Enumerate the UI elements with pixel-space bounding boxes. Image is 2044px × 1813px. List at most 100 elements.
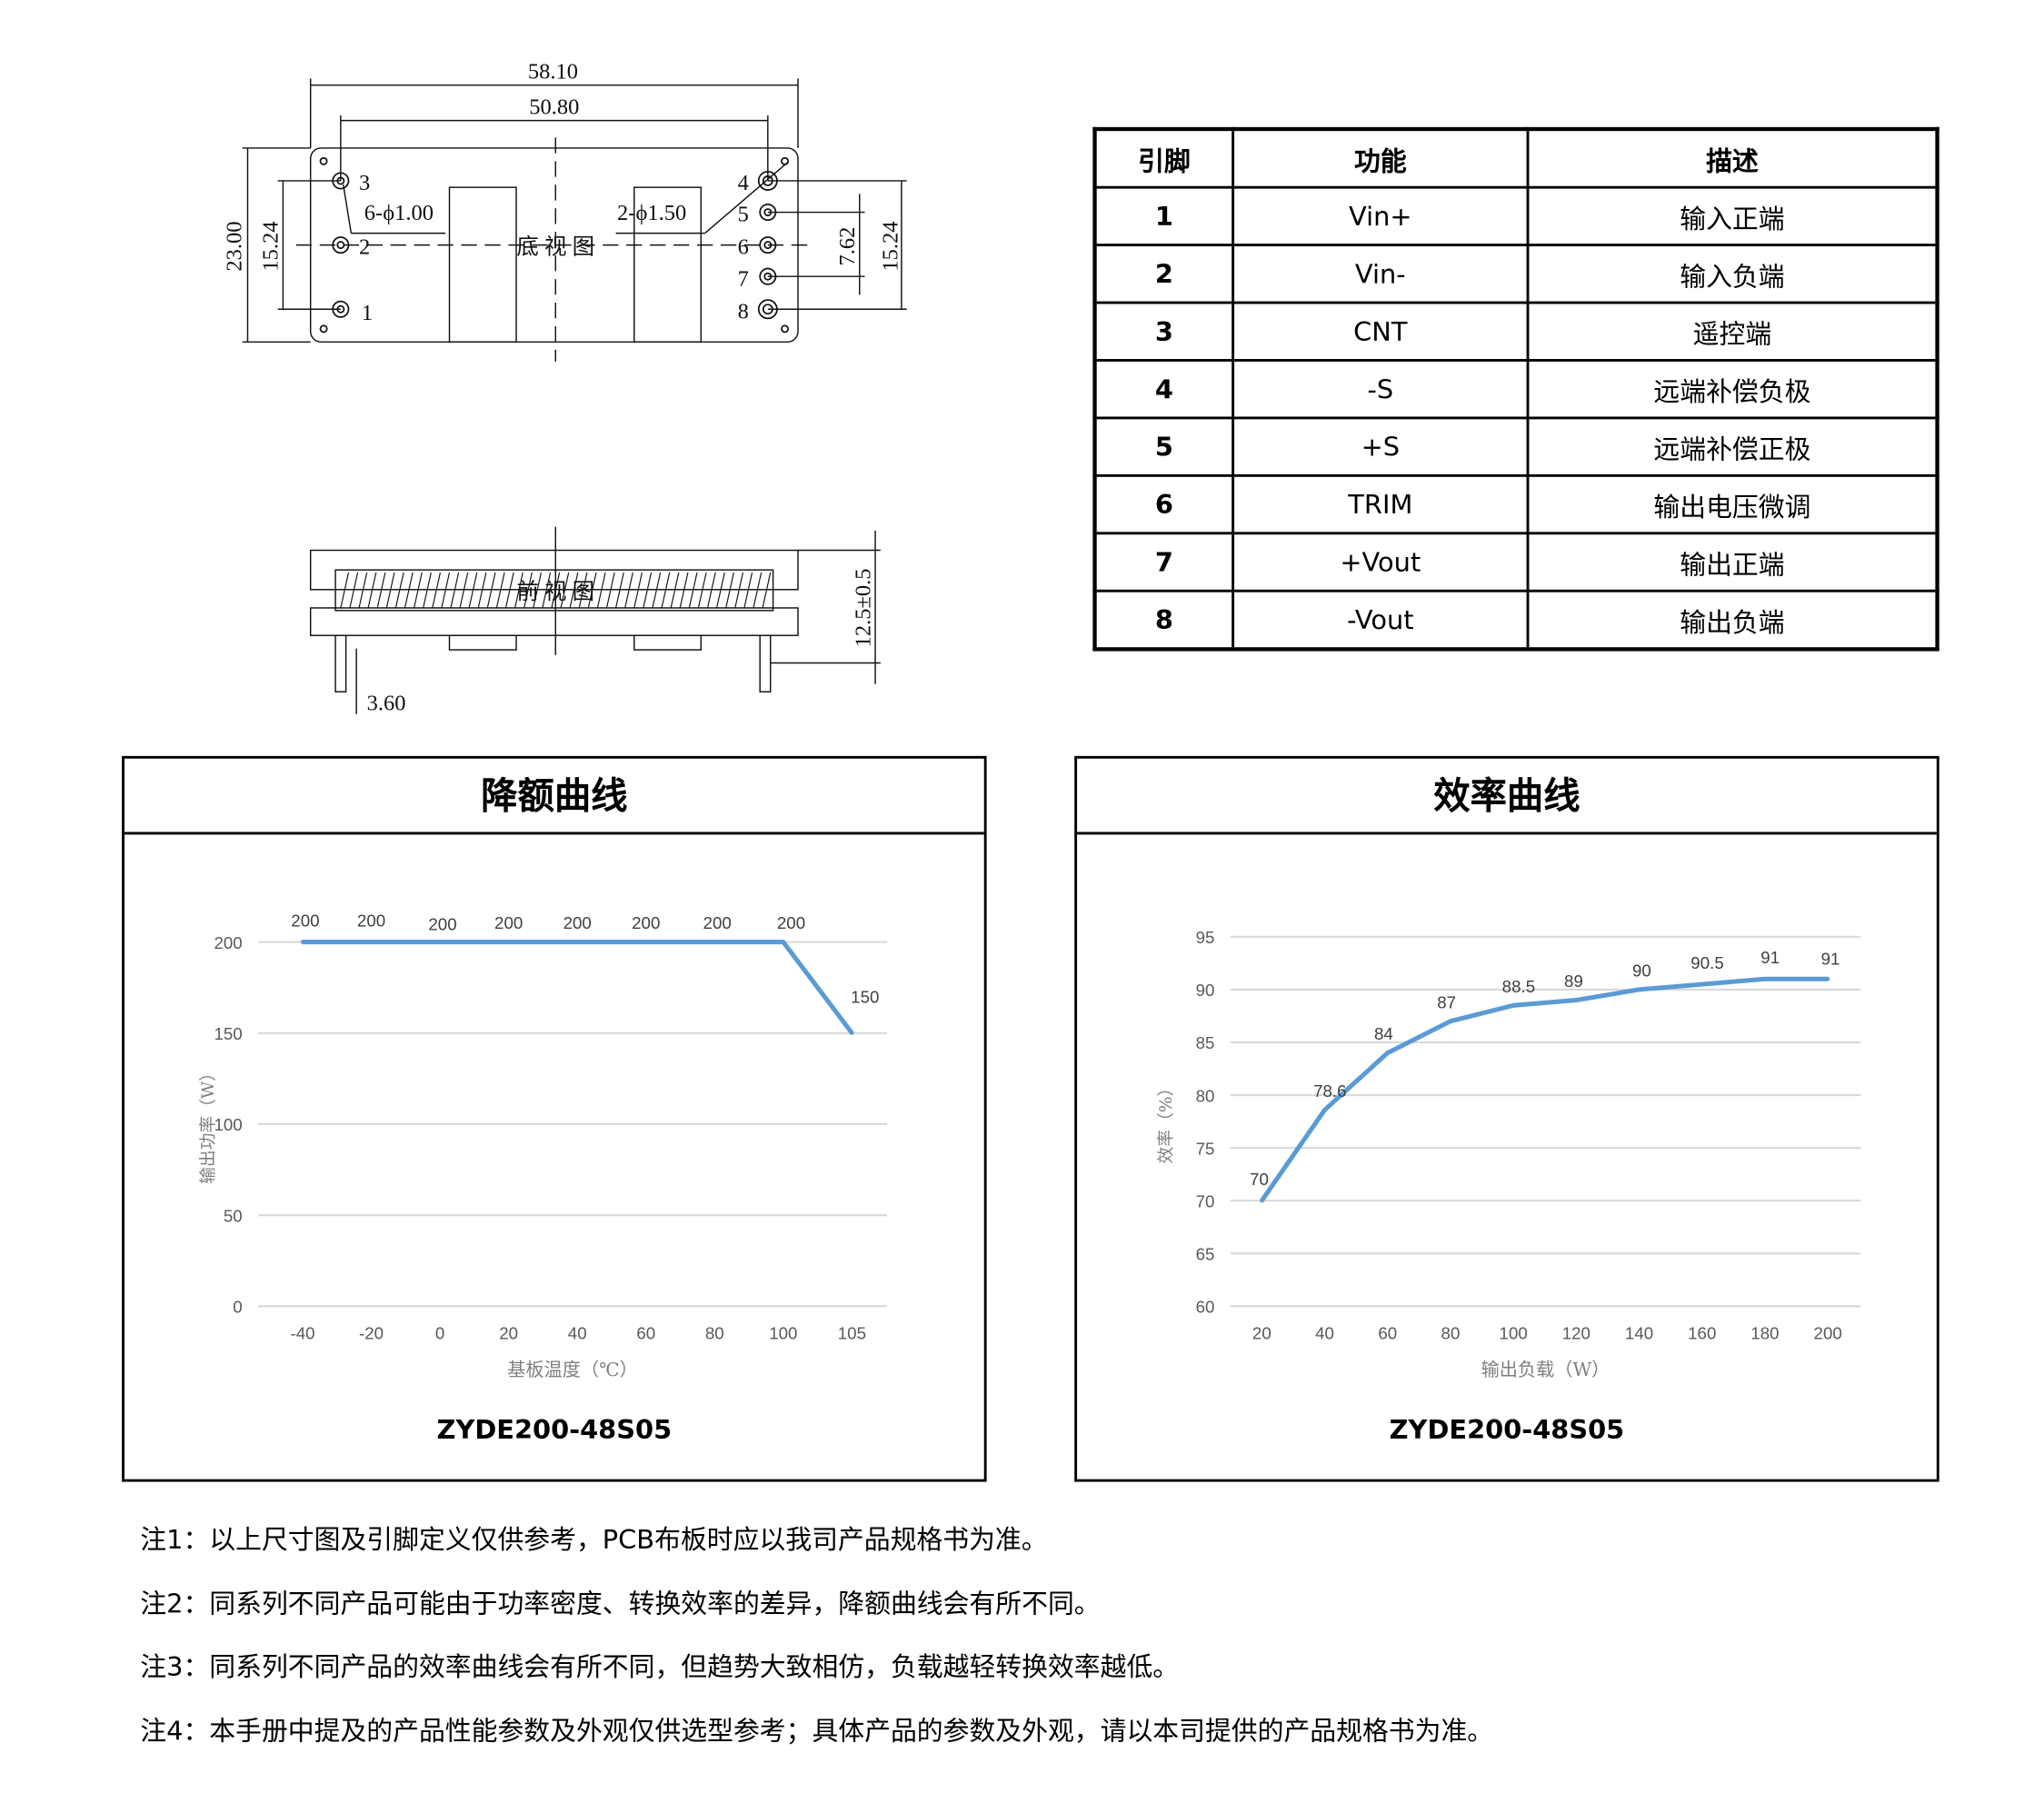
hatch-line xyxy=(385,572,395,609)
y-tick-label: 70 xyxy=(1196,1191,1215,1210)
x-tick-label: 20 xyxy=(499,1323,518,1342)
hatch-line xyxy=(551,572,561,609)
pin-description: 远端补偿负极 xyxy=(1526,359,1939,420)
y-tick-label: 60 xyxy=(1196,1298,1215,1317)
data-point xyxy=(437,940,443,944)
derating-chart-title: 降额曲线 xyxy=(124,759,984,835)
hatch-line xyxy=(358,572,368,609)
hole-large-label: 2-ϕ1.50 xyxy=(617,201,686,225)
y-tick-label: 85 xyxy=(1196,1033,1215,1052)
pin-function: TRIM xyxy=(1231,473,1530,535)
data-label: 91 xyxy=(1760,948,1780,967)
front-view-label: 前 视 图 xyxy=(516,579,594,604)
x-tick-label: 80 xyxy=(705,1323,724,1342)
pin-label-4: 4 xyxy=(738,171,749,195)
pin-label-8: 8 xyxy=(738,299,749,324)
data-point xyxy=(575,940,580,944)
hatch-line xyxy=(569,572,579,609)
hatch-line xyxy=(376,572,386,609)
pin-description: 输出电压微调 xyxy=(1526,473,1939,535)
x-axis-title: 基板温度（℃） xyxy=(507,1359,638,1380)
dim-pin-span: 50.80 xyxy=(529,95,579,119)
x-tick-label: 180 xyxy=(1750,1323,1779,1342)
front-view xyxy=(309,526,881,714)
efficiency-chart-title: 效率曲线 xyxy=(1077,759,1937,835)
pin-function: +Vout xyxy=(1231,532,1530,593)
pin-function: Vin- xyxy=(1231,244,1530,304)
data-point xyxy=(643,940,648,944)
table-header-row: 引脚 功能 描述 xyxy=(1093,127,1939,189)
data-label: 200 xyxy=(357,911,385,930)
x-tick-label: 140 xyxy=(1625,1323,1653,1342)
note-2: 注2：同系列不同产品可能由于功率密度、转换效率的差异，降额曲线会有所不同。 xyxy=(140,1588,1101,1619)
hatch-line xyxy=(414,572,423,609)
dim-overall-length: 58.10 xyxy=(528,60,578,85)
y-tick-label: 150 xyxy=(214,1024,242,1043)
hatch-line xyxy=(670,572,680,609)
note-4: 注4：本手册中提及的产品性能参数及外观仅供选型参考；具体产品的参数及外观，请以本… xyxy=(140,1715,1494,1747)
hatch-line xyxy=(734,572,744,609)
y-tick-label: 90 xyxy=(1196,981,1215,1000)
hatch-line xyxy=(450,572,460,609)
pin-number: 8 xyxy=(1093,589,1235,651)
hatch-line xyxy=(633,572,643,609)
x-tick-label: 40 xyxy=(1315,1323,1334,1342)
data-label: 200 xyxy=(291,911,319,930)
x-tick-label: 80 xyxy=(1441,1323,1461,1342)
data-point xyxy=(1574,998,1579,1002)
data-label: 200 xyxy=(563,913,592,932)
pin-description: 远端补偿正极 xyxy=(1526,416,1939,477)
hatch-line xyxy=(340,572,350,609)
y-tick-label: 200 xyxy=(214,933,242,952)
hatch-line xyxy=(605,572,615,609)
hatch-line xyxy=(706,572,716,609)
hatch-line xyxy=(459,572,469,609)
data-point xyxy=(1762,977,1768,981)
data-label: 70 xyxy=(1250,1170,1269,1189)
data-label: 200 xyxy=(632,913,660,932)
data-label: 200 xyxy=(494,913,523,932)
note-1: 注1：以上尺寸图及引脚定义仅供参考，PCB布板时应以我司产品规格书为准。 xyxy=(140,1523,1048,1556)
dim-pin-pitch: 7.62 xyxy=(835,227,860,266)
x-tick-label: 200 xyxy=(1814,1323,1842,1342)
data-point xyxy=(713,940,717,944)
x-tick-label: 105 xyxy=(838,1323,866,1342)
pin-function: +S xyxy=(1231,416,1530,477)
data-label: 78.6 xyxy=(1313,1081,1346,1101)
y-tick-label: 95 xyxy=(1196,928,1215,947)
data-point xyxy=(1448,1019,1453,1023)
x-tick-label: 100 xyxy=(769,1323,797,1342)
note-3: 注3：同系列不同产品的效率曲线会有所不同，但趋势大致相仿，负载越轻转换效率越低。 xyxy=(140,1650,1180,1683)
hatch-line xyxy=(432,572,441,609)
x-tick-label: 160 xyxy=(1688,1323,1716,1342)
x-tick-label: 100 xyxy=(1500,1323,1528,1342)
dim-pin-row-right: 15.24 xyxy=(879,221,903,271)
pin-number: 4 xyxy=(1093,359,1235,420)
x-tick-label: 60 xyxy=(636,1323,655,1342)
hatch-line xyxy=(486,572,496,609)
hatch-line xyxy=(523,572,533,609)
efficiency-chart-model: ZYDE200-48S05 xyxy=(1389,1413,1625,1446)
hatch-line xyxy=(716,572,725,609)
pin-function: CNT xyxy=(1231,301,1530,362)
hatch-line xyxy=(725,572,734,609)
hatch-line xyxy=(753,572,763,609)
y-tick-label: 80 xyxy=(1196,1086,1215,1105)
hatch-line xyxy=(697,572,707,609)
pin-description: 输出正端 xyxy=(1526,532,1939,593)
mechanical-drawing: 58.10 50.80 23.00 15.24 7.62 15.24 6-ϕ1.… xyxy=(222,60,907,715)
x-tick-label: -40 xyxy=(290,1323,314,1342)
y-axis-title: 输出功率（W） xyxy=(199,1064,218,1184)
hatch-line xyxy=(679,572,689,609)
hatch-line xyxy=(578,572,588,609)
bottom-view-label: 底 视 图 xyxy=(516,234,594,260)
data-point xyxy=(1511,1003,1516,1008)
